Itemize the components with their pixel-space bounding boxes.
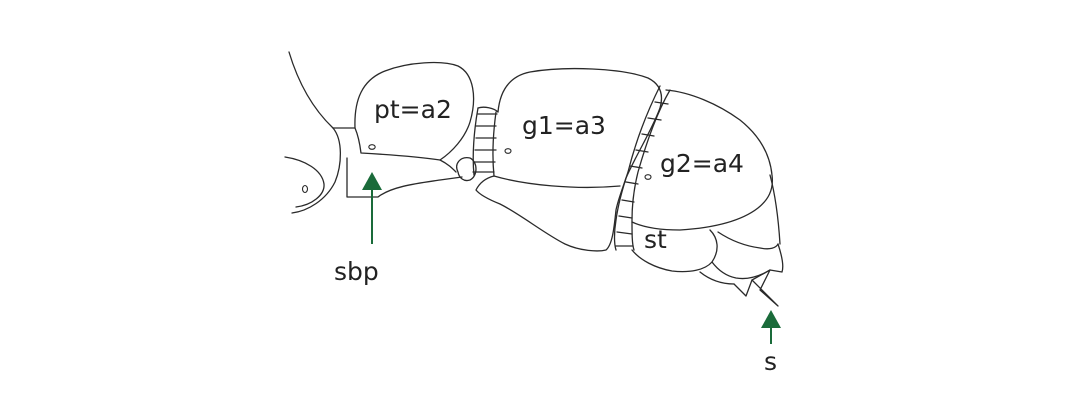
label-sting: s <box>764 347 777 376</box>
gaster-segment-2 <box>631 89 784 307</box>
arrow-sting <box>761 310 781 344</box>
label-subpetiolar: sbp <box>334 257 379 286</box>
gaster-segment-1 <box>475 67 663 252</box>
label-gaster1: g1=a3 <box>522 111 606 140</box>
label-petiole: pt=a2 <box>374 95 452 124</box>
propodeum-outline <box>284 51 342 214</box>
helcium-segments <box>472 106 499 177</box>
label-gaster2: g2=a4 <box>660 149 744 178</box>
label-sternite: st <box>644 225 667 254</box>
arrow-subpetiolar <box>362 172 382 244</box>
petiole-outline <box>332 61 477 198</box>
gaster-intersegment <box>613 85 671 251</box>
